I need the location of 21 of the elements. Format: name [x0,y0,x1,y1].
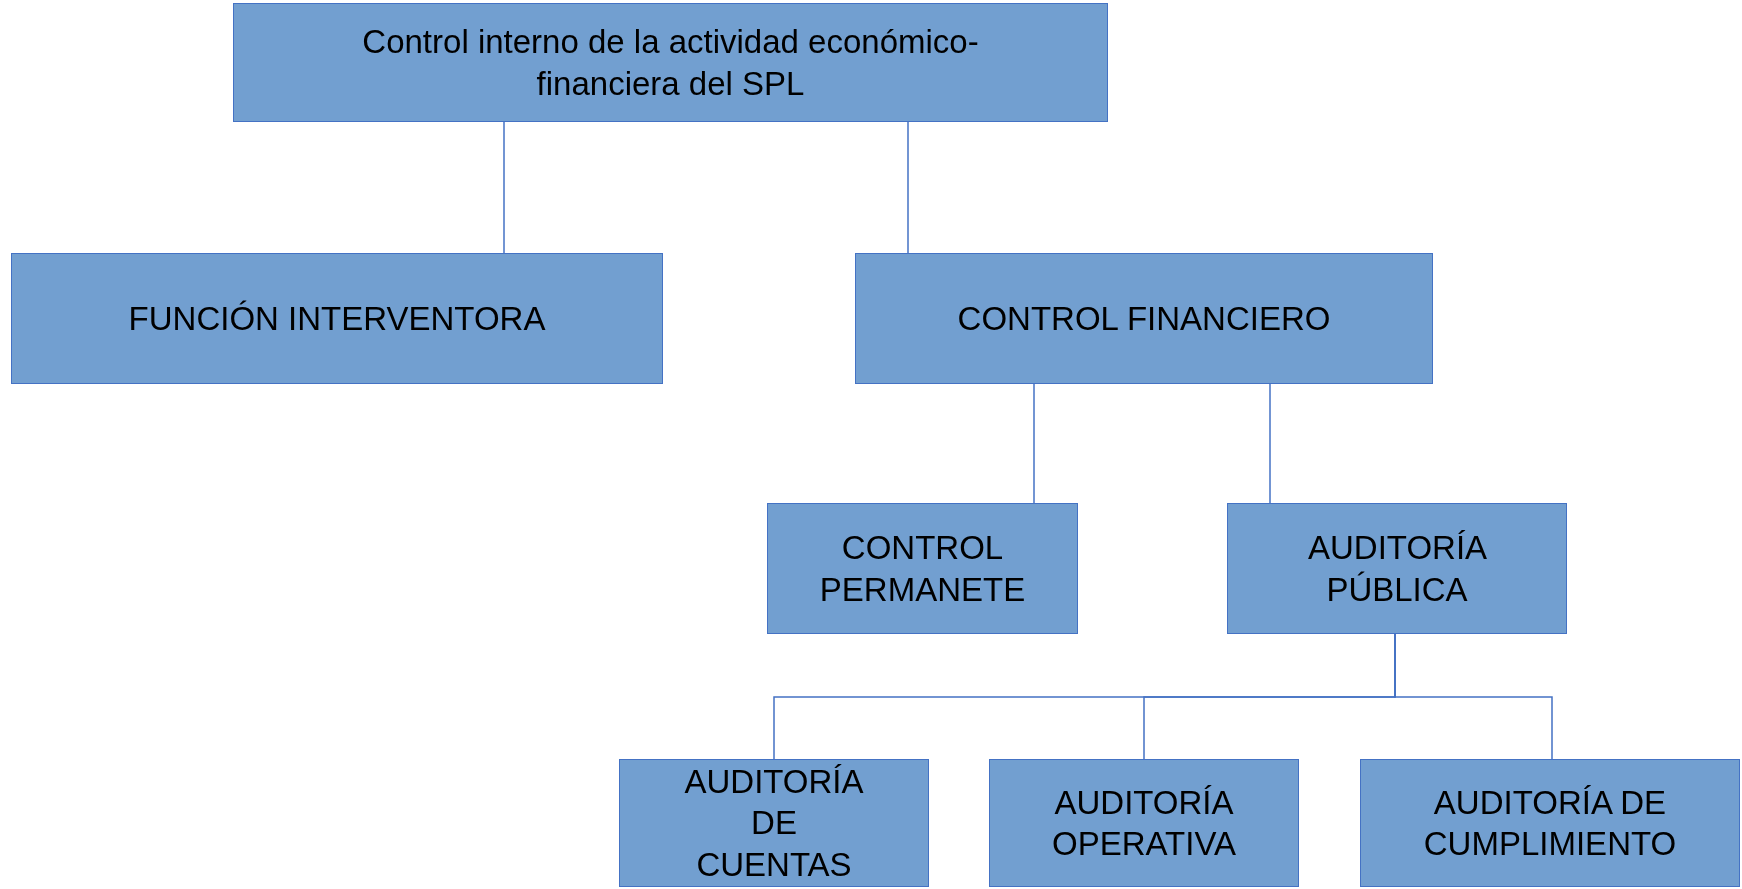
org-box [233,3,1108,122]
connector-line [1269,383,1271,504]
box-label: AUDITORÍA PÚBLICA [1308,528,1486,610]
org-box [855,253,1433,384]
box-label: Control interno de la actividad económico-financiera del SPL [362,22,979,104]
connector-line [503,121,505,254]
org-box [619,759,929,887]
connector-line [1033,383,1035,504]
box-label: CONTROL PERMANETE [819,528,1026,610]
org-box [11,253,663,384]
org-box [1360,759,1740,887]
connector-line [907,121,909,254]
connector-line [1394,633,1553,760]
box-label: AUDITORÍA DE CUMPLIMIENTO [1422,782,1678,864]
org-box [767,503,1078,634]
box-label: CONTROL FINANCIERO [957,298,1331,339]
box-label: AUDITORÍA DE CUENTAS [683,762,865,885]
box-label: AUDITORÍA OPERATIVA [1051,782,1237,864]
box-label: FUNCIÓN INTERVENTORA [128,298,546,339]
org-box [1227,503,1567,634]
org-box [989,759,1299,887]
